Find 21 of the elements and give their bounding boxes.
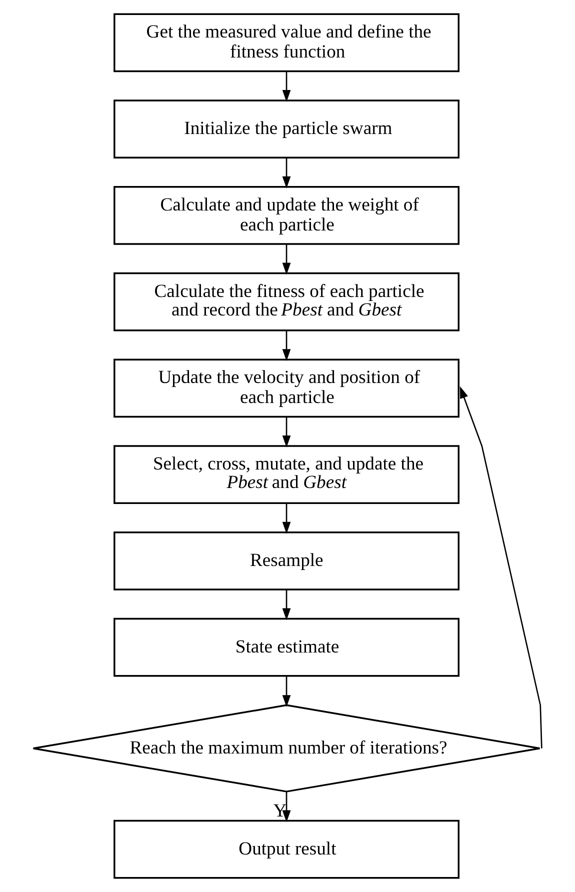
arrow <box>282 244 291 275</box>
arrow <box>282 330 291 362</box>
arrow <box>282 676 291 708</box>
node-box: Calculate the fitness of each particle and record the Pbest and Gbest <box>114 272 460 332</box>
node-box: Update the velocity and position of each particle <box>114 358 460 418</box>
node-diamond: Reach the maximum number of iterations? <box>32 704 541 792</box>
arrow <box>282 416 291 448</box>
arrow <box>460 386 542 748</box>
arrow <box>282 158 291 188</box>
node-box: Initialize the particle swarm <box>114 100 460 158</box>
node-box: Output result <box>114 820 460 879</box>
node-box: Calculate and update the weight of each particle <box>114 186 460 245</box>
node-box: Select, cross, mutate, and update the Pbest and Gbest <box>114 445 460 504</box>
arrow <box>282 590 291 620</box>
node-box: State estimate <box>114 618 460 677</box>
edge-label: Y <box>273 800 287 822</box>
node-box: Get the measured value and define the fitness function <box>114 13 460 72</box>
node-box: Resample <box>114 532 460 590</box>
arrow <box>282 792 291 822</box>
arrow <box>282 71 291 102</box>
arrow <box>282 503 291 534</box>
